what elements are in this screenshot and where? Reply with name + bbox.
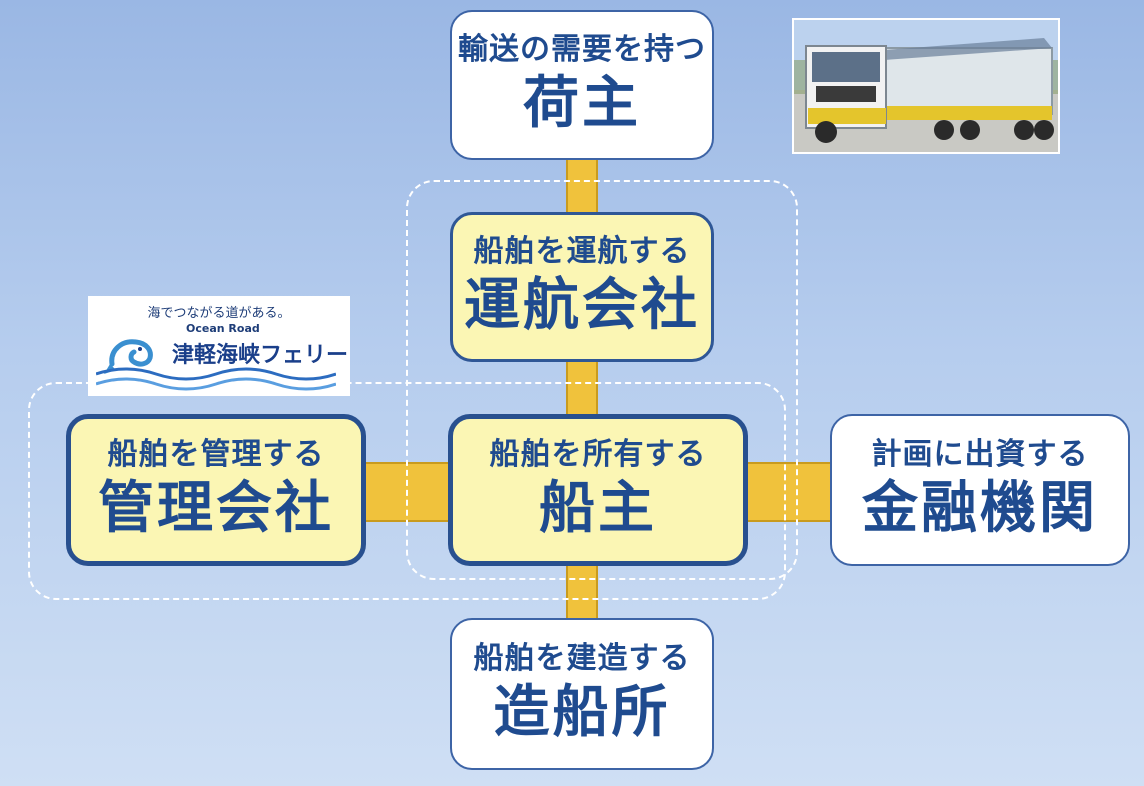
manager-role: 船舶を管理する — [107, 437, 325, 473]
logo-name: 津軽海峡フェリー — [172, 343, 349, 368]
manager-box: 船舶を管理する 管理会社 — [66, 414, 366, 566]
shipowner-title: 船主 — [539, 476, 657, 542]
logo-tagline: 海でつながる道がある。 — [147, 306, 291, 321]
finance-box: 計画に出資する 金融機関 — [830, 414, 1130, 566]
finance-role: 計画に出資する — [871, 437, 1089, 473]
finance-title: 金融機関 — [862, 476, 1098, 542]
shipowner-box: 船舶を所有する 船主 — [448, 414, 748, 566]
waves-icon — [96, 367, 336, 391]
manager-owner-group-outline — [28, 382, 786, 600]
shipyard-box: 船舶を建造する 造船所 — [450, 618, 714, 770]
operator-title: 運航会社 — [464, 273, 700, 339]
operator-role: 船舶を運航する — [473, 234, 691, 270]
shipper-box: 輸送の需要を持つ 荷主 — [450, 10, 714, 160]
shipper-title: 荷主 — [523, 71, 641, 137]
operator-owner-group-outline — [406, 180, 798, 580]
manager-title: 管理会社 — [98, 476, 334, 542]
shipowner-role: 船舶を所有する — [489, 437, 707, 473]
shipper-role: 輸送の需要を持つ — [458, 32, 706, 68]
operator-box: 船舶を運航する 運航会社 — [450, 212, 714, 362]
ferry-logo: 海でつながる道がある。 Ocean Road 津軽海峡フェリー — [88, 296, 350, 396]
shipyard-title: 造船所 — [493, 680, 671, 746]
logo-english: Ocean Road — [186, 322, 260, 335]
shipyard-role: 船舶を建造する — [473, 641, 691, 677]
truck-image — [794, 20, 1058, 152]
truck-photo — [792, 18, 1060, 154]
